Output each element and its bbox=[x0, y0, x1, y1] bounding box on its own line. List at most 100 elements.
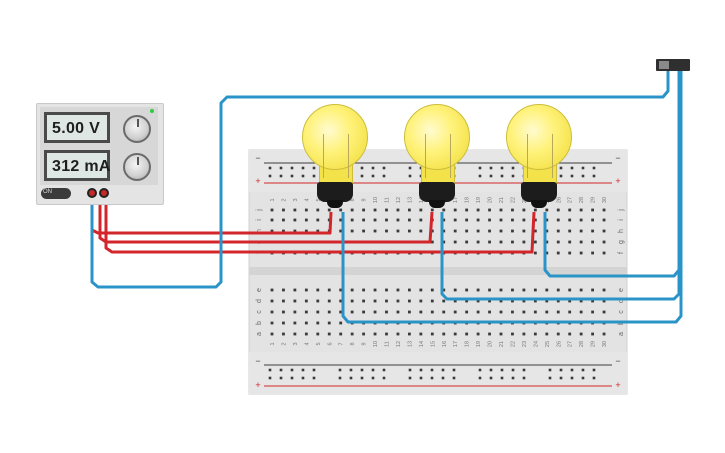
breadboard-hole[interactable] bbox=[545, 310, 549, 314]
breadboard-hole[interactable] bbox=[545, 299, 549, 303]
breadboard-hole[interactable] bbox=[396, 288, 400, 292]
breadboard-hole[interactable] bbox=[522, 218, 526, 222]
breadboard-hole[interactable] bbox=[293, 321, 297, 325]
rail-hole[interactable] bbox=[279, 174, 283, 178]
breadboard-hole[interactable] bbox=[385, 229, 388, 233]
breadboard-hole[interactable] bbox=[522, 229, 526, 233]
breadboard-hole[interactable] bbox=[304, 218, 308, 222]
rail-hole[interactable] bbox=[312, 174, 316, 178]
breadboard-hole[interactable] bbox=[442, 299, 446, 303]
breadboard-hole[interactable] bbox=[591, 299, 594, 303]
breadboard-hole[interactable] bbox=[602, 332, 606, 336]
breadboard-hole[interactable] bbox=[282, 208, 285, 212]
rail-hole[interactable] bbox=[441, 368, 445, 372]
breadboard-hole[interactable] bbox=[556, 218, 560, 222]
breadboard-hole[interactable] bbox=[304, 299, 308, 303]
breadboard-hole[interactable] bbox=[339, 310, 343, 314]
rail-hole[interactable] bbox=[478, 368, 482, 372]
breadboard-hole[interactable] bbox=[316, 332, 320, 336]
breadboard-hole[interactable] bbox=[304, 288, 308, 292]
breadboard-hole[interactable] bbox=[511, 332, 514, 336]
breadboard-hole[interactable] bbox=[488, 218, 491, 222]
breadboard-hole[interactable] bbox=[591, 251, 594, 255]
breadboard-hole[interactable] bbox=[556, 240, 560, 244]
breadboard-hole[interactable] bbox=[430, 229, 434, 233]
breadboard-hole[interactable] bbox=[499, 229, 503, 233]
breadboard-hole[interactable] bbox=[545, 229, 549, 233]
breadboard-hole[interactable] bbox=[304, 310, 308, 314]
breadboard-hole[interactable] bbox=[522, 240, 526, 244]
breadboard-hole[interactable] bbox=[453, 208, 457, 212]
rail-hole[interactable] bbox=[478, 376, 482, 380]
breadboard-hole[interactable] bbox=[579, 332, 583, 336]
breadboard-hole[interactable] bbox=[533, 310, 537, 314]
breadboard-hole[interactable] bbox=[282, 310, 285, 314]
breadboard-hole[interactable] bbox=[396, 229, 400, 233]
breadboard-hole[interactable] bbox=[304, 321, 308, 325]
breadboard-hole[interactable] bbox=[419, 229, 423, 233]
rail-hole[interactable] bbox=[452, 376, 456, 380]
breadboard-hole[interactable] bbox=[293, 288, 297, 292]
rail-hole[interactable] bbox=[581, 166, 585, 170]
breadboard-hole[interactable] bbox=[591, 310, 594, 314]
rail-hole[interactable] bbox=[290, 166, 294, 170]
breadboard-hole[interactable] bbox=[270, 218, 274, 222]
rail-hole[interactable] bbox=[570, 174, 574, 178]
red-wire-3[interactable] bbox=[104, 196, 536, 254]
breadboard-hole[interactable] bbox=[419, 288, 423, 292]
breadboard-hole[interactable] bbox=[350, 208, 354, 212]
rail-hole[interactable] bbox=[408, 368, 412, 372]
rail-hole[interactable] bbox=[452, 368, 456, 372]
breadboard-hole[interactable] bbox=[408, 229, 411, 233]
breadboard-hole[interactable] bbox=[316, 299, 320, 303]
breadboard-hole[interactable] bbox=[465, 240, 469, 244]
rail-hole[interactable] bbox=[371, 376, 375, 380]
breadboard-hole[interactable] bbox=[602, 288, 606, 292]
breadboard-hole[interactable] bbox=[304, 229, 308, 233]
breadboard-hole[interactable] bbox=[556, 310, 560, 314]
rail-hole[interactable] bbox=[408, 166, 412, 170]
rail-hole[interactable] bbox=[338, 376, 342, 380]
rail-hole[interactable] bbox=[360, 376, 364, 380]
breadboard-hole[interactable] bbox=[499, 310, 503, 314]
blue-wire-bulb3[interactable] bbox=[543, 70, 681, 278]
breadboard-hole[interactable] bbox=[488, 240, 491, 244]
breadboard-hole[interactable] bbox=[522, 208, 526, 212]
breadboard-hole[interactable] bbox=[350, 288, 354, 292]
breadboard-hole[interactable] bbox=[304, 208, 308, 212]
breadboard-hole[interactable] bbox=[282, 229, 285, 233]
breadboard-hole[interactable] bbox=[568, 288, 572, 292]
rail-hole[interactable] bbox=[489, 368, 493, 372]
breadboard-hole[interactable] bbox=[556, 208, 560, 212]
breadboard-hole[interactable] bbox=[442, 218, 446, 222]
breadboard-hole[interactable] bbox=[282, 288, 285, 292]
breadboard-hole[interactable] bbox=[339, 288, 343, 292]
breadboard-hole[interactable] bbox=[579, 208, 583, 212]
rail-hole[interactable] bbox=[592, 368, 596, 372]
rail-hole[interactable] bbox=[500, 368, 504, 372]
breadboard-hole[interactable] bbox=[304, 332, 308, 336]
breadboard-hole[interactable] bbox=[579, 240, 583, 244]
breadboard-hole[interactable] bbox=[465, 299, 469, 303]
breadboard-hole[interactable] bbox=[350, 332, 354, 336]
breadboard-hole[interactable] bbox=[396, 310, 400, 314]
breadboard-hole[interactable] bbox=[511, 288, 514, 292]
breadboard-hole[interactable] bbox=[556, 288, 560, 292]
rail-hole[interactable] bbox=[301, 376, 305, 380]
rail-hole[interactable] bbox=[581, 368, 585, 372]
breadboard-hole[interactable] bbox=[362, 310, 365, 314]
rail-hole[interactable] bbox=[301, 166, 305, 170]
breadboard-hole[interactable] bbox=[385, 299, 388, 303]
breadboard-hole[interactable] bbox=[373, 299, 377, 303]
breadboard-hole[interactable] bbox=[396, 208, 400, 212]
rail-hole[interactable] bbox=[478, 174, 482, 178]
breadboard-hole[interactable] bbox=[499, 240, 503, 244]
breadboard-hole[interactable] bbox=[270, 332, 274, 336]
breadboard-hole[interactable] bbox=[442, 288, 446, 292]
breadboard-hole[interactable] bbox=[270, 299, 274, 303]
breadboard-hole[interactable] bbox=[522, 332, 526, 336]
breadboard-hole[interactable] bbox=[453, 310, 457, 314]
breadboard-hole[interactable] bbox=[591, 229, 594, 233]
breadboard-hole[interactable] bbox=[499, 288, 503, 292]
rail-hole[interactable] bbox=[489, 376, 493, 380]
